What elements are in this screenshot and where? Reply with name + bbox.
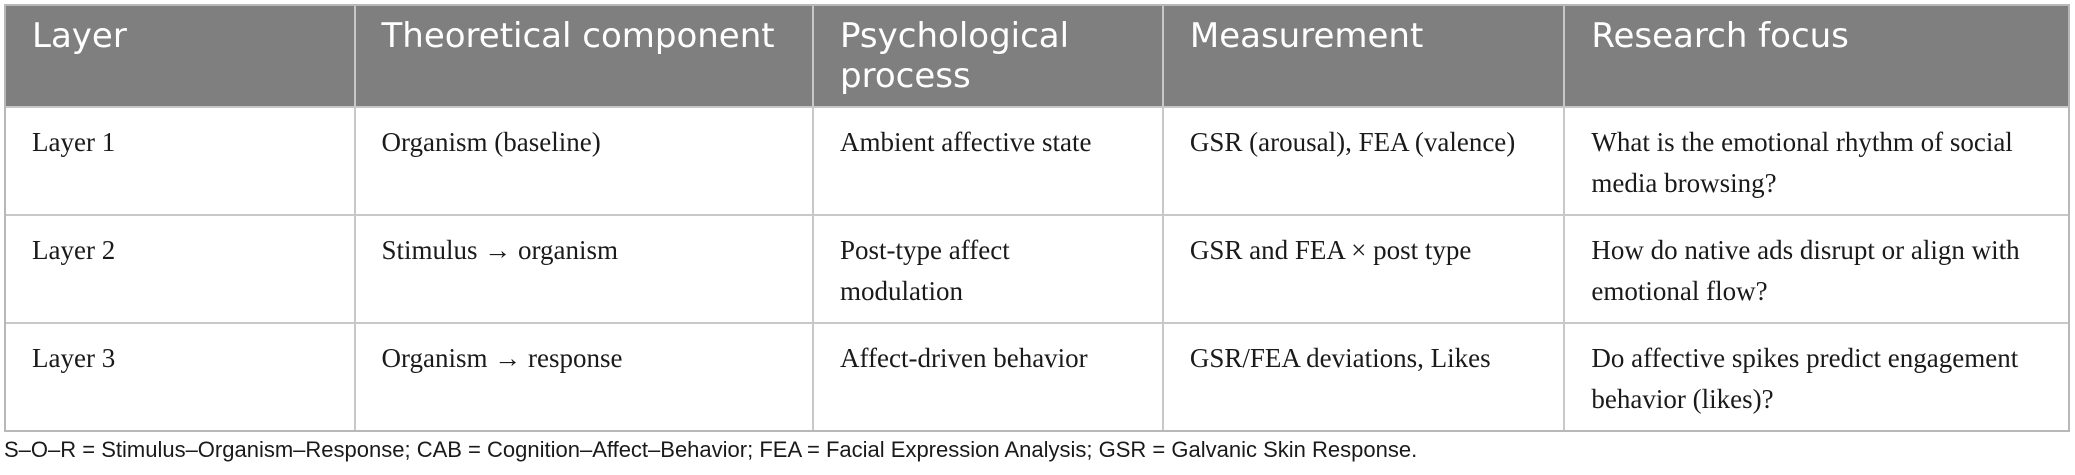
cell-measurement: GSR and FEA × post type (1162, 214, 1566, 323)
cell-psychological-process: Ambient affective state (813, 106, 1164, 215)
table-row: Layer 3 Organism → response Affect-drive… (6, 322, 2068, 430)
cell-theoretical-component: Stimulus → organism (354, 214, 815, 323)
cell-theoretical-component: Organism → response (354, 322, 815, 430)
cell-layer: Layer 2 (6, 214, 356, 323)
data-table-container: Layer Theoretical component Psychologica… (4, 4, 2070, 432)
cell-research-focus: How do native ads disrupt or align with … (1564, 214, 2068, 323)
table-row: Layer 1 Organism (baseline) Ambient affe… (6, 106, 2068, 215)
cell-research-focus: What is the emotional rhythm of social m… (1564, 106, 2068, 215)
header-measurement: Measurement (1162, 6, 1566, 107)
cell-layer: Layer 3 (6, 322, 356, 430)
header-layer: Layer (6, 6, 356, 107)
cell-measurement: GSR (arousal), FEA (valence) (1162, 106, 1566, 215)
table-footnote: S–O–R = Stimulus–Organism–Response; CAB … (4, 437, 1418, 462)
table-header-row: Layer Theoretical component Psychologica… (6, 6, 2068, 107)
header-research-focus: Research focus (1564, 6, 2068, 107)
header-theoretical-component: Theoretical component (354, 6, 815, 107)
table-row: Layer 2 Stimulus → organism Post-type af… (6, 214, 2068, 323)
cell-measurement: GSR/FEA deviations, Likes (1162, 322, 1566, 430)
cell-research-focus: Do affective spikes predict engagement b… (1564, 322, 2068, 430)
data-table: Layer Theoretical component Psychologica… (6, 6, 2068, 430)
cell-psychological-process: Post-type affect modulation (813, 214, 1164, 323)
cell-psychological-process: Affect-driven behavior (813, 322, 1164, 430)
cell-theoretical-component: Organism (baseline) (354, 106, 815, 215)
header-psychological-process: Psychological process (813, 6, 1164, 107)
cell-layer: Layer 1 (6, 106, 356, 215)
